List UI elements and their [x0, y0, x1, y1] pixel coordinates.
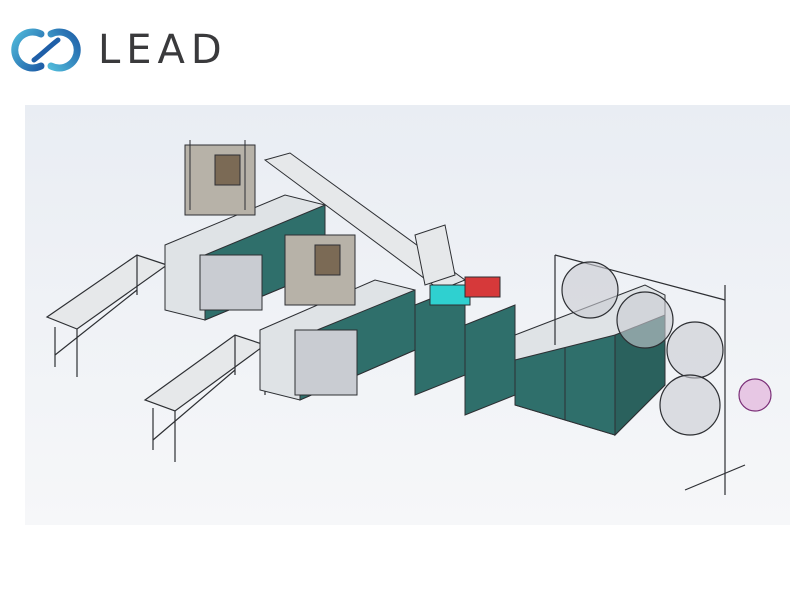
machine-upper [164, 140, 326, 321]
reel-frame [554, 254, 772, 495]
conveyor-left-lower [143, 334, 267, 462]
brand-name: LEAD [98, 27, 228, 73]
production-line-illustration [25, 105, 790, 525]
production-line-render [25, 105, 790, 525]
brand-logo[interactable]: LEAD [8, 24, 228, 76]
machine-lower [259, 234, 416, 401]
center-cabinets [414, 276, 516, 416]
page-header: LEAD [0, 0, 800, 90]
interlocking-rings-icon [11, 28, 81, 72]
